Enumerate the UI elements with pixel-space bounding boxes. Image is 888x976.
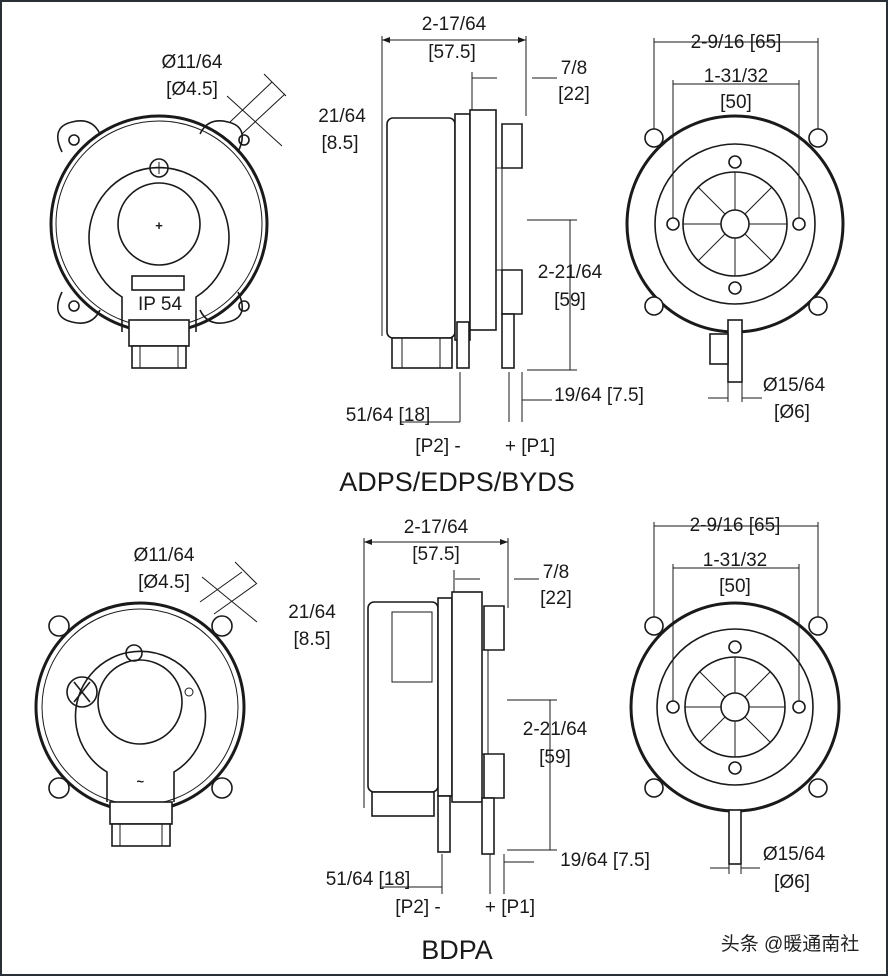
- top-depth-in: 2-17/64: [422, 14, 487, 35]
- top-front-view: + IP 54: [49, 73, 287, 369]
- bottom-inner-dim-in: 1-31/32: [703, 550, 767, 571]
- bottom-p2-label: [P2] -: [395, 897, 440, 918]
- bottom-lug-in: 21/64: [288, 602, 336, 623]
- bottom-back-view: [629, 522, 841, 874]
- top-p1-offset: 19/64 [7.5]: [554, 385, 644, 406]
- bottom-front-view: ~: [34, 561, 258, 847]
- top-side-view: [381, 36, 577, 423]
- top-model-label: ADPS/EDPS/BYDS: [339, 467, 575, 497]
- bottom-side-view: [363, 538, 557, 894]
- bottom-hole-dia-mm: [Ø4.5]: [138, 572, 190, 593]
- top-port-spacing-in: 2-21/64: [538, 262, 603, 283]
- top-port-spacing-mm: [59]: [554, 290, 586, 311]
- bottom-p1-offset: 19/64 [7.5]: [560, 850, 650, 871]
- top-hole-dia-in: Ø11/64: [162, 52, 223, 73]
- bottom-p2-offset: 51/64 [18]: [326, 869, 411, 890]
- bottom-p1-label: + [P1]: [485, 897, 535, 918]
- bottom-flange-mm: [22]: [540, 588, 572, 609]
- top-lug-mm: [8.5]: [322, 133, 359, 154]
- top-depth-mm: [57.5]: [428, 42, 476, 63]
- top-tube-dia-in: Ø15/64: [763, 375, 826, 396]
- bottom-model-label: BDPA: [421, 935, 493, 965]
- bottom-outer-dim: 2-9/16 [65]: [690, 515, 781, 536]
- top-inner-dim-mm: [50]: [720, 92, 752, 113]
- top-tube-dia-mm: [Ø6]: [774, 402, 810, 423]
- bottom-port-spacing-mm: [59]: [539, 747, 571, 768]
- bottom-tube-dia-in: Ø15/64: [763, 844, 826, 865]
- top-inner-dim-in: 1-31/32: [704, 66, 768, 87]
- top-flange-mm: [22]: [558, 84, 590, 105]
- top-p2-label: [P2] -: [415, 436, 460, 457]
- brand-logo-mark: ~: [136, 774, 144, 789]
- top-p1-label: + [P1]: [505, 436, 555, 457]
- bottom-hole-dia-in: Ø11/64: [134, 545, 195, 566]
- top-flange-in: 7/8: [561, 58, 587, 79]
- top-back-view: [625, 38, 845, 402]
- watermark: 头条 @暖通南社: [721, 933, 860, 955]
- ip-rating-label: IP 54: [138, 294, 182, 315]
- bottom-flange-in: 7/8: [543, 562, 569, 583]
- bottom-inner-dim-mm: [50]: [719, 576, 751, 597]
- top-lug-in: 21/64: [318, 106, 366, 127]
- top-hole-dia-mm: [Ø4.5]: [166, 79, 218, 100]
- bottom-tube-dia-mm: [Ø6]: [774, 872, 810, 893]
- svg-text:+: +: [155, 218, 163, 233]
- bottom-depth-mm: [57.5]: [412, 544, 460, 565]
- bottom-depth-in: 2-17/64: [404, 517, 469, 538]
- bottom-lug-mm: [8.5]: [294, 629, 331, 650]
- top-outer-dim: 2-9/16 [65]: [691, 32, 782, 53]
- bottom-port-spacing-in: 2-21/64: [523, 719, 588, 740]
- top-p2-offset: 51/64 [18]: [346, 405, 431, 426]
